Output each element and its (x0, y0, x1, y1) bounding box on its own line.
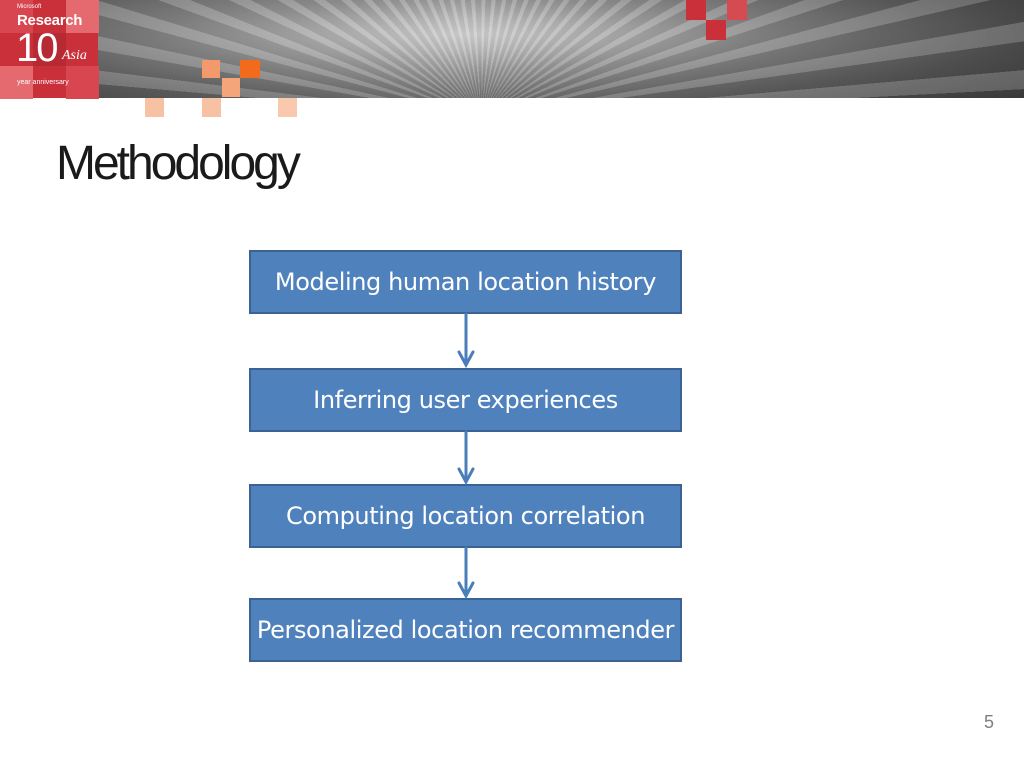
decor-square (727, 0, 747, 20)
arrow-down-head (457, 467, 475, 486)
flow-step-modeling: Modeling human location history (249, 250, 682, 314)
banner-light-rays (0, 0, 1024, 98)
decor-square (686, 0, 706, 20)
arrow-down-head (457, 350, 475, 369)
decor-square (202, 98, 221, 117)
decor-square (202, 60, 220, 78)
decor-square (278, 98, 297, 117)
flow-step-computing: Computing location correlation (249, 484, 682, 548)
decor-square (706, 20, 726, 40)
flow-step-recommender: Personalized location recommender (249, 598, 682, 662)
logo-tagline: year anniversary (17, 79, 69, 86)
page-number: 5 (983, 712, 994, 732)
research-asia-logo: Microsoft Research 10 Asia year annivers… (0, 0, 99, 99)
decor-square (222, 78, 240, 97)
logo-brand: Research (17, 12, 83, 29)
decor-square (145, 98, 164, 117)
flow-step-inferring: Inferring user experiences (249, 368, 682, 432)
logo-region: Asia (62, 48, 87, 63)
page-title: Methodology (56, 137, 301, 190)
arrow-down-head (457, 581, 475, 600)
header-banner (0, 0, 1024, 98)
decor-square (240, 60, 260, 78)
logo-number: 10 (16, 26, 58, 70)
logo-brand-small: Microsoft (17, 4, 42, 10)
